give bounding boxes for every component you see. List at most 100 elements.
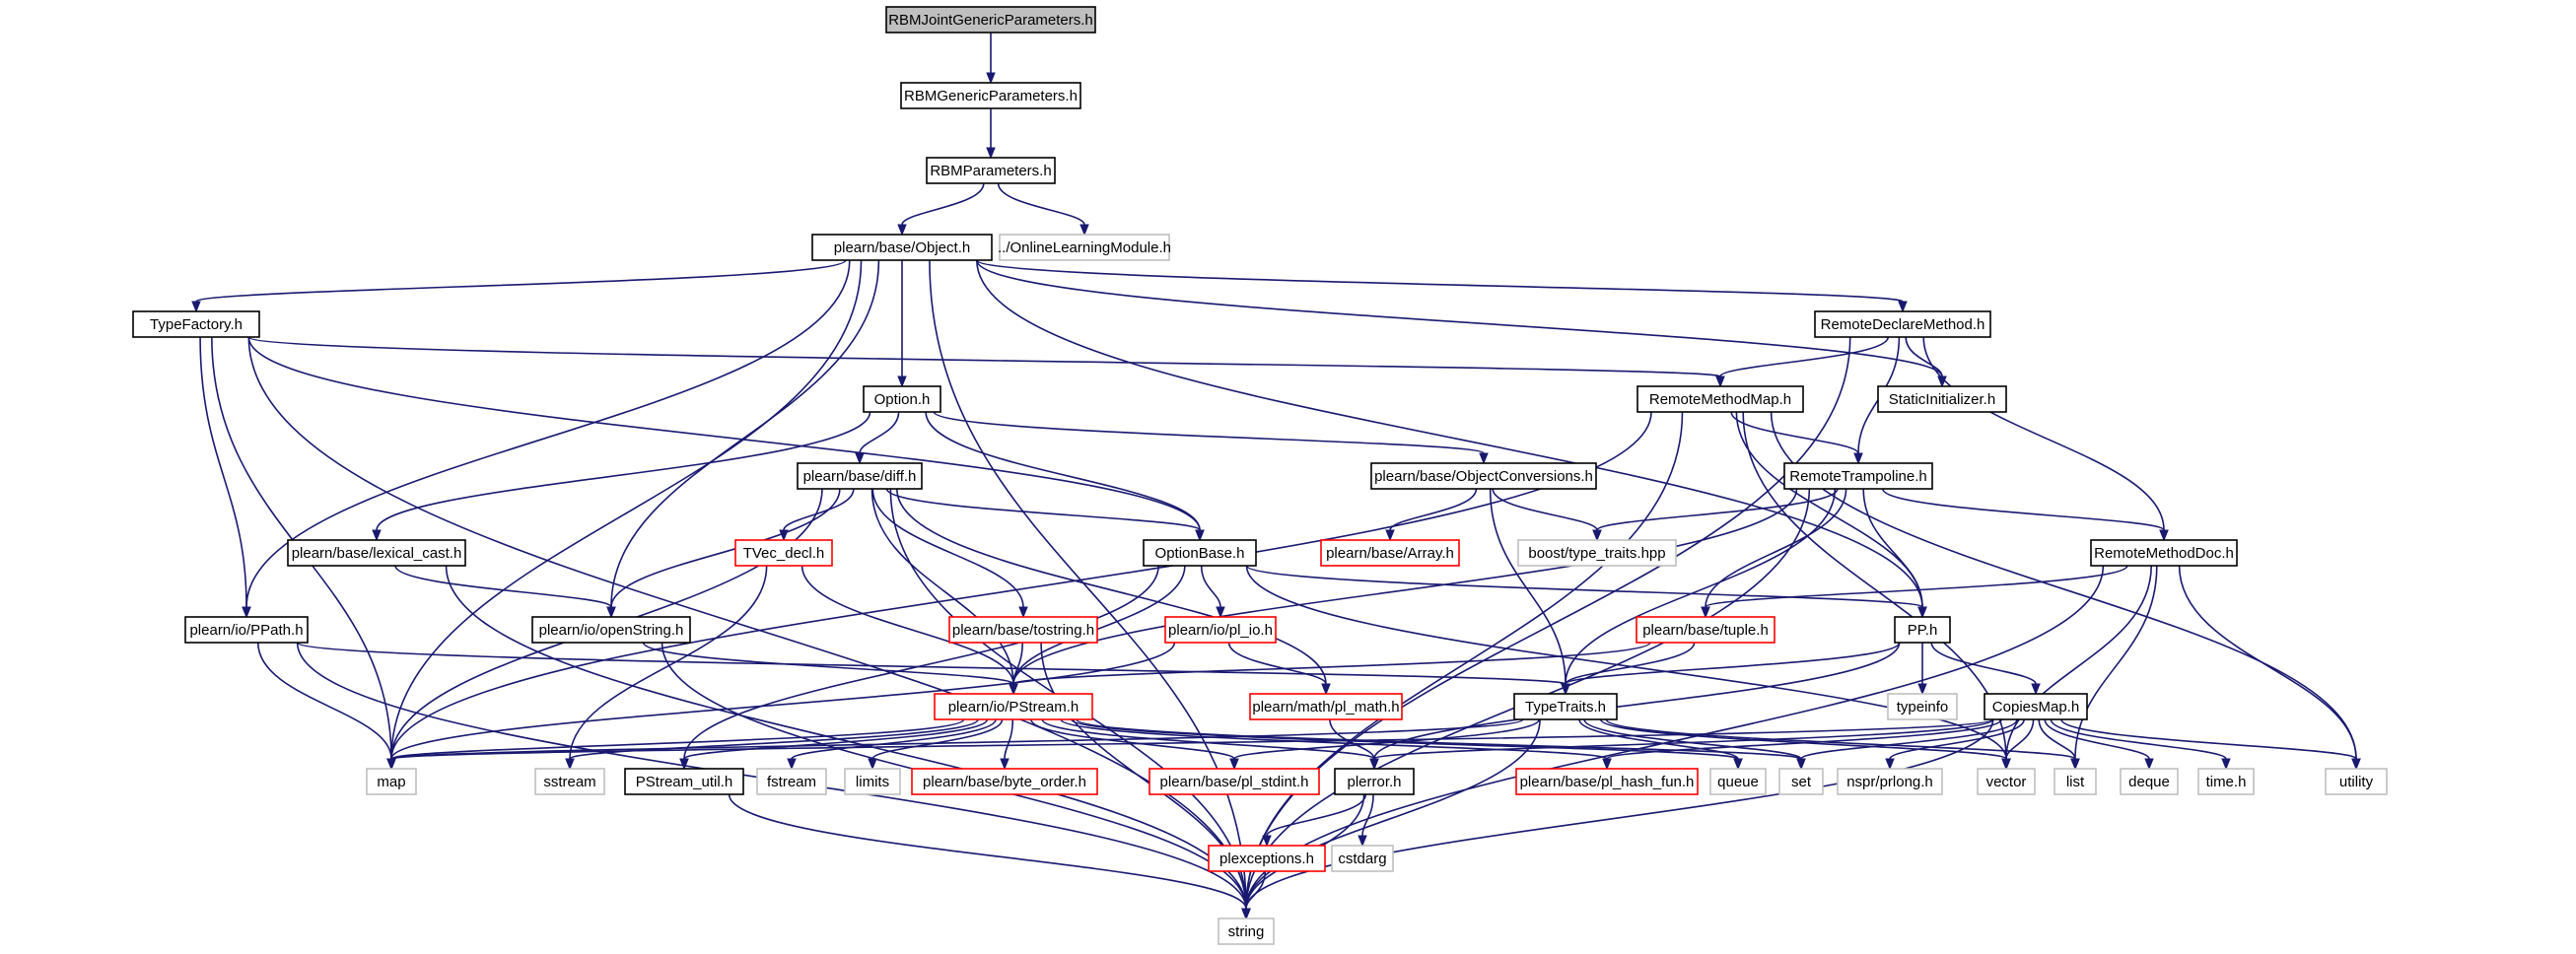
node-nsprlong[interactable]: nspr/prlong.h — [1837, 768, 1943, 795]
node-remotemethoddoc[interactable]: RemoteMethodDoc.h — [2090, 539, 2238, 567]
edge-line — [2005, 718, 2035, 760]
node-option[interactable]: Option.h — [863, 385, 941, 413]
node-plstdint[interactable]: plearn/base/pl_stdint.h — [1149, 768, 1320, 795]
edge-line — [195, 259, 847, 303]
node-pstreamutil[interactable]: PStream_util.h — [624, 768, 744, 795]
edge-line — [1565, 642, 1901, 685]
edge-line — [1922, 336, 2165, 531]
node-label: RemoteMethodMap.h — [1649, 391, 1791, 408]
node-tostring[interactable]: plearn/base/tostring.h — [948, 616, 1098, 644]
node-remotedeclare[interactable]: RemoteDeclareMethod.h — [1814, 310, 1991, 338]
node-optionbase[interactable]: OptionBase.h — [1143, 539, 1257, 567]
node-string[interactable]: string — [1218, 918, 1275, 945]
node-tuple[interactable]: plearn/base/tuple.h — [1636, 616, 1775, 644]
edge-arrowhead — [1321, 683, 1331, 696]
node-box — [1977, 768, 2036, 795]
edge-line — [1060, 718, 1608, 760]
edge-objconv-to-boosttt — [1492, 488, 1602, 542]
node-diff[interactable]: plearn/base/diff.h — [797, 462, 923, 490]
node-pstream[interactable]: plearn/io/PStream.h — [934, 693, 1093, 720]
node-box — [534, 768, 605, 795]
node-typefactory[interactable]: TypeFactory.h — [132, 310, 260, 338]
node-box — [366, 768, 417, 795]
node-plerror[interactable]: plerror.h — [1334, 768, 1415, 795]
edge-copiesmap-to-map — [386, 718, 1994, 771]
node-timeh[interactable]: time.h — [2197, 768, 2255, 795]
node-label: RemoteDeclareMethod.h — [1821, 316, 1985, 333]
edge-line — [997, 182, 1085, 226]
node-pp[interactable]: PP.h — [1894, 616, 1951, 644]
edge-object-to-remotedeclare — [976, 259, 1908, 313]
node-box — [1517, 539, 1677, 567]
edge-line — [896, 488, 1327, 685]
node-typetraits[interactable]: TypeTraits.h — [1513, 693, 1618, 720]
node-label: plearn/base/pl_hash_fun.h — [1520, 774, 1695, 790]
node-map[interactable]: map — [366, 768, 417, 795]
node-label: plearn/math/pl_math.h — [1252, 699, 1399, 716]
edge-line — [1329, 718, 1375, 760]
node-label: fstream — [767, 774, 816, 790]
node-label: set — [1791, 774, 1812, 790]
edge-object-to-option — [897, 260, 907, 388]
node-lexical[interactable]: plearn/base/lexical_cast.h — [287, 539, 466, 567]
edge-trampoline-to-boosttt — [1592, 488, 1839, 542]
edge-line — [1245, 411, 1684, 910]
edge-line — [2044, 718, 2150, 760]
edge-arrowhead — [1917, 606, 1927, 619]
edge-line — [1071, 718, 1739, 760]
node-online[interactable]: ../OnlineLearningModule.h — [998, 234, 1171, 261]
node-trampoline[interactable]: RemoteTrampoline.h — [1783, 462, 1933, 490]
node-box — [811, 234, 993, 261]
node-box — [624, 768, 744, 795]
node-sstream[interactable]: sstream — [534, 768, 605, 795]
edge-line — [1862, 488, 1923, 608]
node-set[interactable]: set — [1778, 768, 1824, 795]
node-box — [1984, 693, 2088, 720]
node-label: vector — [1986, 774, 2027, 790]
node-openstring[interactable]: plearn/io/openString.h — [531, 616, 691, 644]
node-label: limits — [856, 774, 889, 790]
edge-pstream-to-byteorder — [1000, 718, 1014, 771]
node-plio[interactable]: plearn/io/pl_io.h — [1164, 616, 1277, 644]
node-plmath[interactable]: plearn/math/pl_math.h — [1249, 693, 1403, 720]
edge-line — [783, 488, 855, 531]
node-cstdarg[interactable]: cstdarg — [1331, 845, 1394, 872]
node-object[interactable]: plearn/base/Object.h — [811, 234, 993, 261]
node-objconv[interactable]: plearn/base/ObjectConversions.h — [1370, 462, 1597, 490]
node-queue[interactable]: queue — [1709, 768, 1767, 795]
edge-line — [683, 718, 989, 760]
node-limits[interactable]: limits — [844, 768, 901, 795]
edge-rbmparams-to-online — [997, 182, 1089, 237]
node-root[interactable]: RBMJointGenericParameters.h — [885, 6, 1096, 34]
node-vector[interactable]: vector — [1977, 768, 2036, 795]
node-ppath[interactable]: plearn/io/PPath.h — [184, 616, 309, 644]
node-staticinit[interactable]: StaticInitializer.h — [1877, 385, 2007, 413]
node-box — [1249, 693, 1403, 720]
node-array[interactable]: plearn/base/Array.h — [1320, 539, 1460, 567]
edge-line — [1200, 565, 1221, 608]
node-deque[interactable]: deque — [2120, 768, 2179, 795]
node-list[interactable]: list — [2054, 768, 2097, 795]
node-plhashfun[interactable]: plearn/base/pl_hash_fun.h — [1515, 768, 1699, 795]
node-utility[interactable]: utility — [2325, 768, 2388, 795]
edge-typetraits-to-plstdint — [1229, 718, 1540, 771]
edge-arrowhead — [1369, 758, 1379, 771]
node-fstream[interactable]: fstream — [756, 768, 827, 795]
node-boosttt[interactable]: boost/type_traits.hpp — [1517, 539, 1677, 567]
node-label: typeinfo — [1897, 699, 1949, 716]
node-label: plearn/base/Object.h — [834, 239, 970, 256]
node-rbmparams[interactable]: RBMParameters.h — [926, 157, 1056, 184]
node-remotemethodmap[interactable]: RemoteMethodMap.h — [1636, 385, 1804, 413]
node-label: plearn/base/tuple.h — [1642, 622, 1769, 639]
edge-copiesmap-to-plerror — [1369, 718, 1994, 771]
node-typeinfo[interactable]: typeinfo — [1887, 693, 1958, 720]
node-plexceptions[interactable]: plexceptions.h — [1208, 845, 1326, 872]
node-tvecdecl[interactable]: TVec_decl.h — [734, 539, 833, 567]
edge-line — [1565, 642, 1696, 685]
edge-objconv-to-array — [1385, 488, 1478, 542]
node-rbmgen[interactable]: RBMGenericParameters.h — [900, 82, 1081, 109]
edge-line — [390, 718, 1524, 760]
node-byteorder[interactable]: plearn/base/byte_order.h — [911, 768, 1098, 795]
edge-line — [245, 259, 851, 608]
node-copiesmap[interactable]: CopiesMap.h — [1984, 693, 2088, 720]
